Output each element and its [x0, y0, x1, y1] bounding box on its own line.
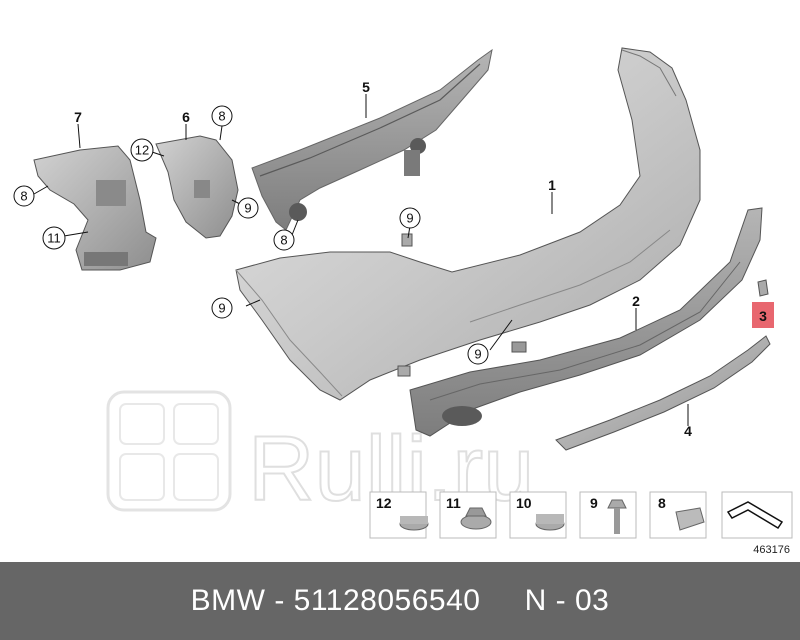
callout-11-label: 11: [47, 231, 61, 246]
part-3-clip: [757, 279, 769, 297]
callout-11-circle: [42, 226, 66, 250]
watermark-oil-icon: [119, 453, 165, 501]
part-2-diffuser: [409, 207, 763, 437]
callout-8-circle: [13, 185, 35, 207]
callout-12-circle: [130, 138, 154, 162]
highlighted-part-3: 3: [752, 302, 774, 328]
small-clips: [397, 233, 527, 377]
callout-9-label: 9: [218, 301, 225, 316]
highlight-box: [752, 302, 774, 328]
legend-screw-9: [607, 499, 627, 509]
footer-bar: BMW - 51128056540 N - 03: [0, 562, 800, 640]
part-label-6: 6: [182, 109, 190, 125]
callout-9-label: 9: [406, 211, 413, 226]
part-number-caption: BMW - 51128056540 N - 03: [190, 584, 610, 617]
callout-12-label: 12: [135, 143, 149, 158]
part-labels: 7 6 5 1 2 4: [74, 79, 692, 439]
part-1-bumper-cover: [235, 47, 701, 401]
callout-8-label: 8: [280, 233, 287, 248]
callout-9-label: 9: [474, 347, 481, 362]
part-label-2: 2: [632, 293, 640, 309]
watermark-logo: [106, 390, 232, 512]
legend-num-11: 11: [446, 495, 461, 511]
callout-8-label: 8: [20, 189, 27, 204]
part-label-4: 4: [684, 423, 692, 439]
legend-cell: [579, 491, 637, 539]
part-label-5: 5: [362, 79, 370, 95]
fastener-legend: 12 11 10 9 8: [369, 491, 793, 539]
part-6-bracket: [155, 135, 239, 239]
part-5-carrier: [251, 48, 493, 231]
leader-lines: [33, 94, 689, 426]
callout-8-label: 8: [218, 109, 225, 124]
legend-num-8: 8: [658, 495, 666, 511]
watermark-door-icon: [173, 403, 219, 445]
watermark-shock-icon: [173, 453, 219, 501]
legend-num-10: 10: [516, 495, 532, 511]
part-label-3: 3: [759, 308, 767, 324]
legend-clip-8: [675, 507, 705, 531]
legend-num-12: 12: [376, 495, 392, 511]
parts-diagram: Rulli.ru: [13, 47, 793, 556]
legend-num-9: 9: [590, 495, 598, 511]
callout-9-label: 9: [244, 201, 251, 216]
callout-9-circle: [211, 297, 233, 319]
part-label-7: 7: [74, 109, 82, 125]
callout-9-circle: [237, 197, 259, 219]
watermark-lamp-icon: [119, 403, 165, 445]
diagram-canvas: Rulli.ru: [13, 47, 793, 556]
reference-number: 463176: [753, 544, 790, 556]
part-4-trim-strip: [555, 335, 771, 451]
part-label-1: 1: [548, 177, 556, 193]
legend-nut-11: [460, 514, 492, 530]
legend-bracket-icon: [726, 501, 784, 530]
callout-8-circle: [211, 105, 233, 127]
callout-8-circle: [273, 229, 295, 251]
callout-9-circle: [399, 207, 421, 229]
callout-9-circle: [467, 343, 489, 365]
callout-circles: 8 12 8 9 11 8 9 9 9: [13, 105, 489, 365]
part-7-bracket-left: [33, 145, 157, 271]
